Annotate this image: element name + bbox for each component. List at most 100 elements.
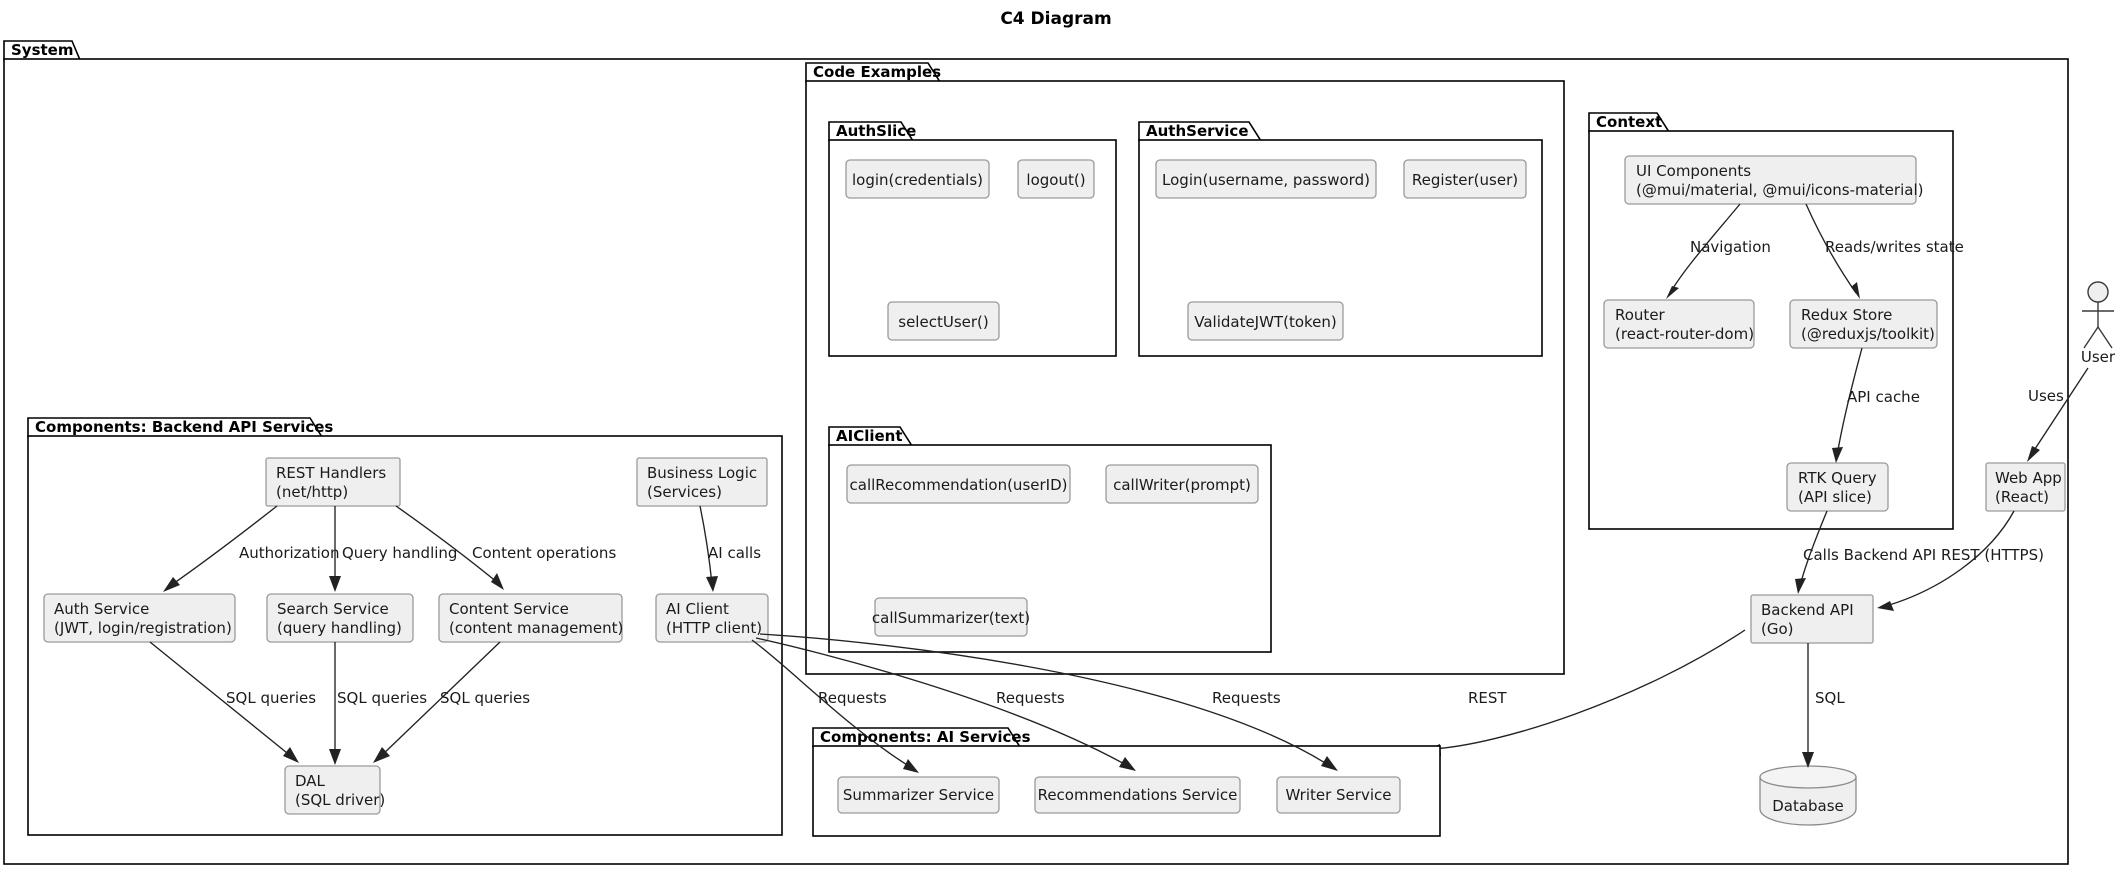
edge-label-navigation: Navigation xyxy=(1690,238,1771,256)
node-summarizer-service-label: Summarizer Service xyxy=(843,786,994,804)
boundary-auth-slice-label: AuthSlice xyxy=(836,122,916,140)
node-login-username-password[interactable]: Login(username, password) xyxy=(1155,159,1377,199)
node-content-service-line2: (content management) xyxy=(449,619,623,637)
node-recommendations-service-label: Recommendations Service xyxy=(1038,786,1238,804)
edge-label-sql: SQL xyxy=(1815,689,1845,707)
node-ai-client[interactable]: AI Client (HTTP client) xyxy=(655,593,769,643)
node-login-credentials-label: login(credentials) xyxy=(852,171,983,189)
boundary-ai-components-label: Components: AI Services xyxy=(820,728,1031,746)
edge-label-api-cache: API cache xyxy=(1847,388,1920,406)
node-web-app-line1: Web App xyxy=(1995,469,2062,487)
node-business-logic-line1: Business Logic xyxy=(647,464,757,482)
node-select-user-label: selectUser() xyxy=(898,313,988,331)
node-router-line1: Router xyxy=(1615,306,1666,324)
node-web-app[interactable]: Web App (React) xyxy=(1985,462,2066,512)
boundary-code-examples-label: Code Examples xyxy=(813,63,941,81)
node-call-recommendation-label: callRecommendation(userID) xyxy=(850,476,1068,494)
node-dal[interactable]: DAL (SQL driver) xyxy=(284,765,385,815)
node-call-recommendation[interactable]: callRecommendation(userID) xyxy=(846,464,1071,504)
node-redux-store-line2: (@reduxjs/toolkit) xyxy=(1801,325,1935,343)
edge-label-sql-queries-3: SQL queries xyxy=(440,689,530,707)
node-ui-components-line2: (@mui/material, @mui/icons-material) xyxy=(1636,181,1923,199)
boundary-auth-slice: AuthSlice login(credentials) logout() se… xyxy=(828,121,1117,357)
boundary-ai-client-pkg: AIClient callRecommendation(userID) call… xyxy=(828,426,1272,653)
page-title: C4 Diagram xyxy=(1000,9,1111,29)
boundary-auth-service: AuthService Login(username, password) Re… xyxy=(1138,121,1543,357)
node-rtk-query[interactable]: RTK Query (API slice) xyxy=(1786,462,1889,512)
node-logout-label: logout() xyxy=(1026,171,1085,189)
actor-user[interactable]: User xyxy=(2081,281,2116,366)
edge-label-uses: Uses xyxy=(2028,387,2064,405)
boundary-backend-components-label: Components: Backend API Services xyxy=(35,418,333,436)
edge-label-content-operations: Content operations xyxy=(472,544,616,562)
node-select-user[interactable]: selectUser() xyxy=(887,301,1000,341)
node-register-user[interactable]: Register(user) xyxy=(1403,159,1527,199)
node-redux-store-line1: Redux Store xyxy=(1801,306,1892,324)
node-call-writer-label: callWriter(prompt) xyxy=(1113,476,1251,494)
boundary-auth-service-label: AuthService xyxy=(1146,122,1249,140)
edge-label-requests-3: Requests xyxy=(1212,689,1281,707)
node-rest-handlers-line2: (net/http) xyxy=(276,483,348,501)
node-redux-store[interactable]: Redux Store (@reduxjs/toolkit) xyxy=(1789,299,1938,349)
node-recommendations-service[interactable]: Recommendations Service xyxy=(1034,776,1241,814)
boundary-context: Context UI Components (@mui/material, @m… xyxy=(1588,112,1964,530)
node-call-writer[interactable]: callWriter(prompt) xyxy=(1105,464,1259,504)
node-search-service-line2: (query handling) xyxy=(277,619,402,637)
node-rtk-query-line1: RTK Query xyxy=(1798,469,1877,487)
node-writer-service-label: Writer Service xyxy=(1286,786,1392,804)
node-dal-line2: (SQL driver) xyxy=(295,791,385,809)
node-content-service[interactable]: Content Service (content management) xyxy=(438,593,623,643)
node-rest-handlers[interactable]: REST Handlers (net/http) xyxy=(265,457,401,507)
node-rtk-query-line2: (API slice) xyxy=(1798,488,1872,506)
boundary-ai-client-pkg-label: AIClient xyxy=(836,427,903,445)
node-business-logic-line2: (Services) xyxy=(647,483,722,501)
boundary-context-label: Context xyxy=(1596,113,1662,131)
edge-label-sql-queries-1: SQL queries xyxy=(226,689,316,707)
node-ai-client-line2: (HTTP client) xyxy=(666,619,762,637)
edge-label-requests-2: Requests xyxy=(996,689,1065,707)
edge-label-calls-backend-api: Calls Backend API xyxy=(1803,546,1936,564)
node-ai-client-line1: AI Client xyxy=(666,600,729,618)
node-auth-service-line2: (JWT, login/registration) xyxy=(54,619,232,637)
actor-user-label: User xyxy=(2081,348,2116,366)
node-web-app-line2: (React) xyxy=(1995,488,2049,506)
node-auth-service-line1: Auth Service xyxy=(54,600,149,618)
node-auth-service[interactable]: Auth Service (JWT, login/registration) xyxy=(43,593,236,643)
edge-label-ai-calls: AI calls xyxy=(708,544,761,562)
node-register-user-label: Register(user) xyxy=(1412,171,1518,189)
edge-label-requests-1: Requests xyxy=(818,689,887,707)
edge-label-reads-writes-state: Reads/writes state xyxy=(1825,238,1964,256)
node-ui-components[interactable]: UI Components (@mui/material, @mui/icons… xyxy=(1624,155,1923,205)
node-dal-line1: DAL xyxy=(295,772,326,790)
node-router-line2: (react-router-dom) xyxy=(1615,325,1754,343)
edge-label-rest: REST xyxy=(1468,689,1507,707)
boundary-backend-components: Components: Backend API Services REST Ha… xyxy=(27,417,783,836)
node-search-service-line1: Search Service xyxy=(277,600,389,618)
node-login-credentials[interactable]: login(credentials) xyxy=(845,159,990,199)
node-database[interactable]: Database xyxy=(1759,765,1857,826)
edge-label-query-handling: Query handling xyxy=(342,544,457,562)
node-content-service-line1: Content Service xyxy=(449,600,569,618)
node-call-summarizer-label: callSummarizer(text) xyxy=(872,609,1030,627)
node-summarizer-service[interactable]: Summarizer Service xyxy=(837,776,1000,814)
node-search-service[interactable]: Search Service (query handling) xyxy=(266,593,414,643)
node-ui-components-line1: UI Components xyxy=(1636,162,1751,180)
node-backend-api-line2: (Go) xyxy=(1761,620,1794,638)
node-business-logic[interactable]: Business Logic (Services) xyxy=(636,457,768,507)
node-login-username-password-label: Login(username, password) xyxy=(1162,171,1370,189)
node-backend-api[interactable]: Backend API (Go) xyxy=(1750,594,1874,644)
node-router[interactable]: Router (react-router-dom) xyxy=(1603,299,1755,349)
node-database-label: Database xyxy=(1772,797,1844,815)
node-validate-jwt-label: ValidateJWT(token) xyxy=(1194,313,1337,331)
node-call-summarizer[interactable]: callSummarizer(text) xyxy=(872,597,1030,637)
edge-label-sql-queries-2: SQL queries xyxy=(337,689,427,707)
node-rest-handlers-line1: REST Handlers xyxy=(276,464,386,482)
node-backend-api-line1: Backend API xyxy=(1761,601,1854,619)
boundary-system-label: System xyxy=(11,41,73,59)
node-logout[interactable]: logout() xyxy=(1017,159,1095,199)
edge-label-authorization: Authorization xyxy=(239,544,339,562)
node-writer-service[interactable]: Writer Service xyxy=(1276,776,1401,814)
node-validate-jwt[interactable]: ValidateJWT(token) xyxy=(1187,301,1344,341)
